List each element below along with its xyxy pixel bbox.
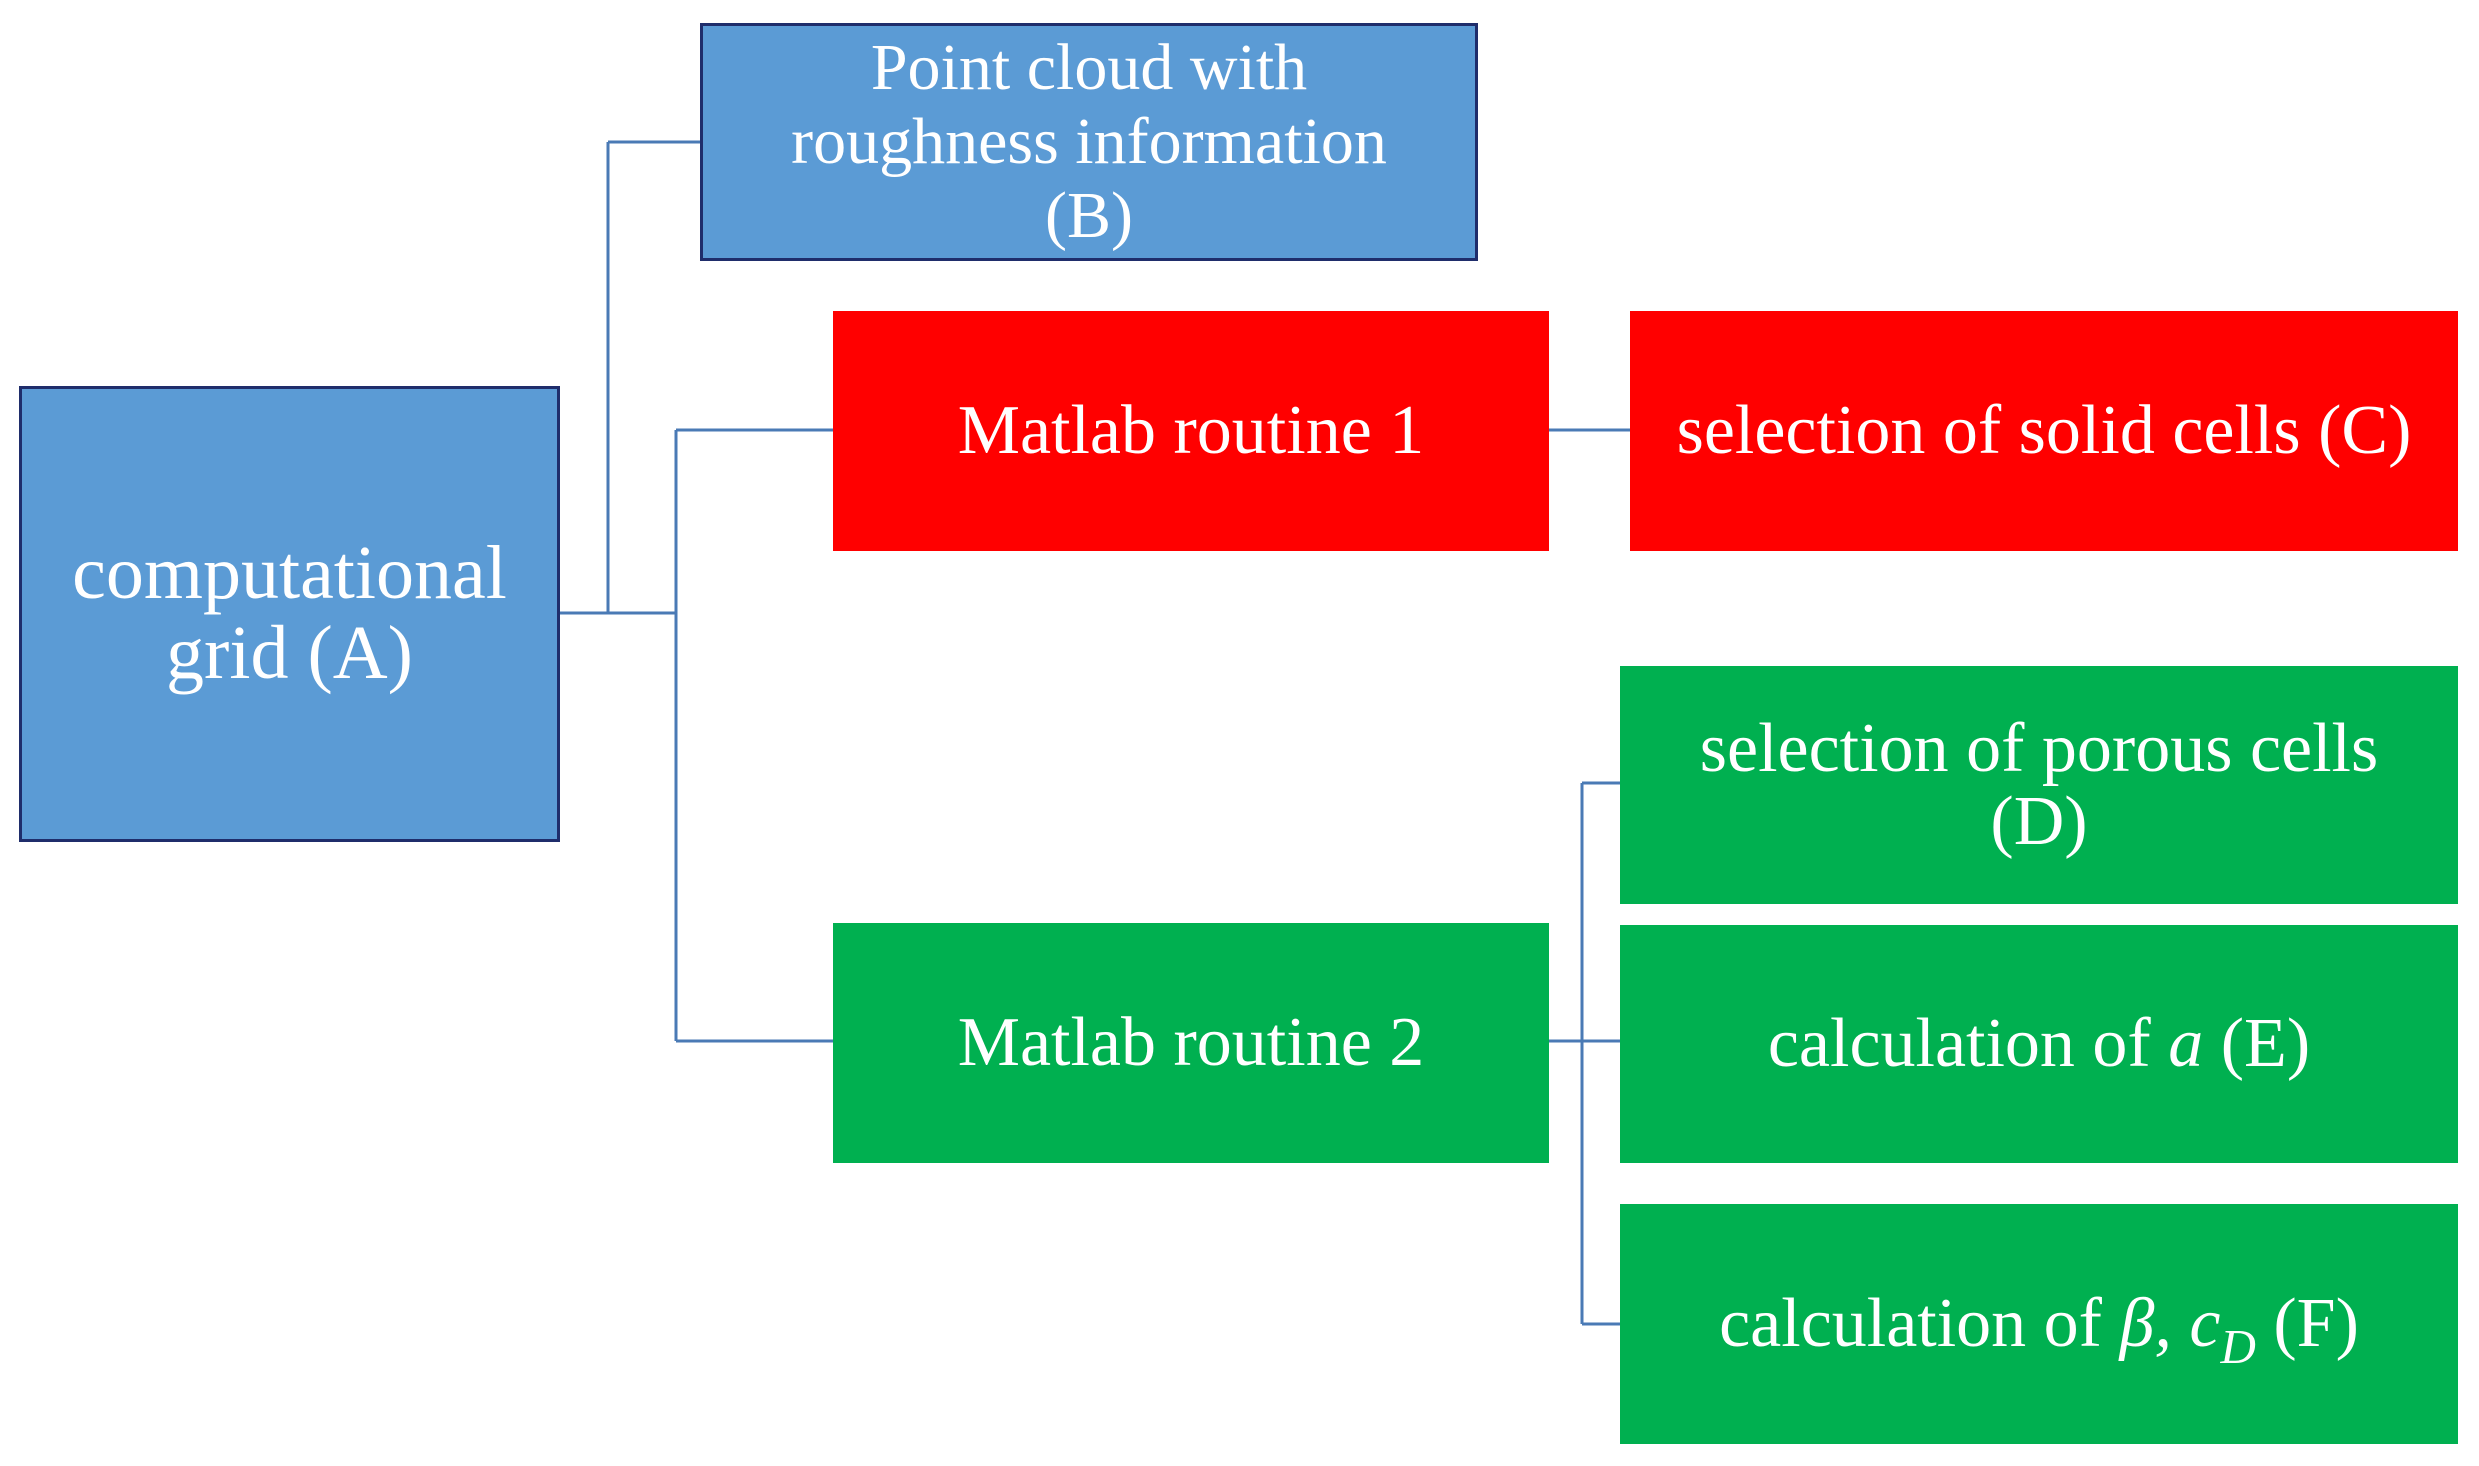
node-e-symbol: a <box>2168 1005 2204 1083</box>
node-solid-cells: selection of solid cells (C) <box>1630 311 2458 551</box>
node-f-suffix: (F) <box>2255 1285 2359 1363</box>
node-a-line1: computational <box>72 531 507 616</box>
node-f-symbol: β, c <box>2119 1285 2221 1363</box>
node-b-line3: (B) <box>1045 178 1133 252</box>
node-calculation-beta-cd: calculation of β, cD (F) <box>1620 1204 2458 1444</box>
node-computational-grid: computational grid (A) <box>19 386 560 842</box>
node-routine2-label: Matlab routine 2 <box>957 1004 1425 1082</box>
node-e-prefix: calculation of <box>1767 1005 2169 1083</box>
node-c-label: selection of solid cells (C) <box>1676 392 2412 470</box>
node-f-prefix: calculation of <box>1719 1285 2120 1363</box>
node-e-suffix: (E) <box>2203 1005 2311 1083</box>
node-calculation-a: calculation of a (E) <box>1620 925 2458 1163</box>
node-b-line2: roughness information <box>791 105 1387 179</box>
node-d-line2: (D) <box>1990 783 2088 860</box>
node-d-line1: selection of porous cells <box>1699 709 2379 787</box>
node-matlab-routine-1: Matlab routine 1 <box>833 311 1549 551</box>
node-point-cloud: Point cloud with roughness information (… <box>700 23 1478 261</box>
node-a-line2: grid (A) <box>166 611 413 695</box>
node-porous-cells: selection of porous cells (D) <box>1620 666 2458 904</box>
node-routine1-label: Matlab routine 1 <box>957 392 1425 470</box>
node-matlab-routine-2: Matlab routine 2 <box>833 923 1549 1163</box>
node-f-subscript: D <box>2220 1319 2256 1375</box>
node-b-line1: Point cloud with <box>870 31 1308 105</box>
